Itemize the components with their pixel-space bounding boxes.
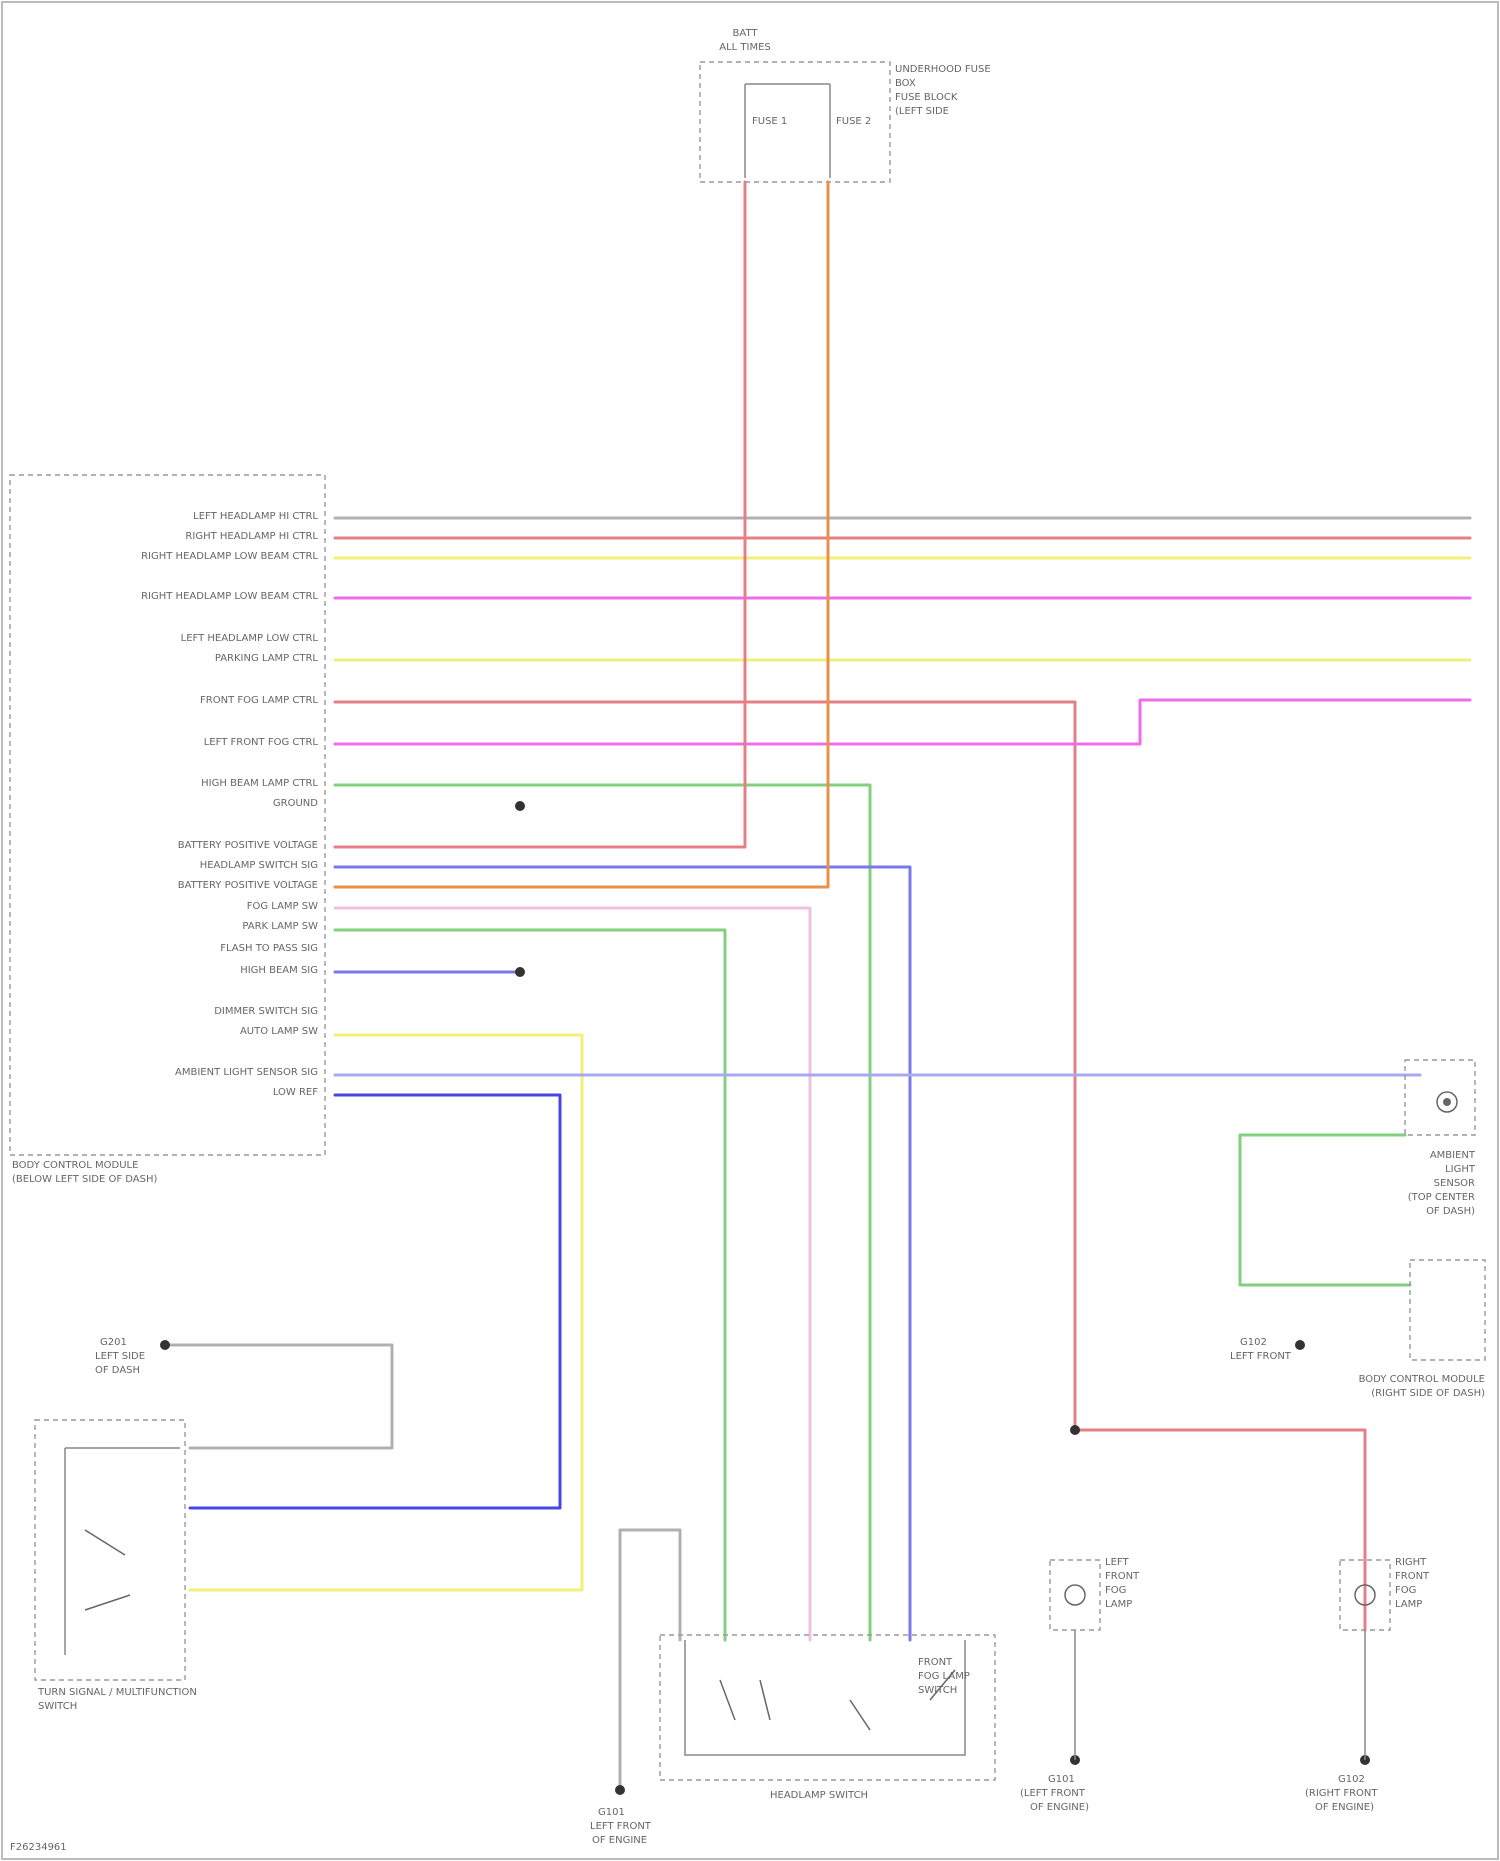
fuse-1-label: FUSE 1 <box>752 116 787 127</box>
fog-switch-label-2: SWITCH <box>918 1685 957 1696</box>
fuse-box-label-0: UNDERHOOD FUSE <box>895 64 991 75</box>
ground-label-0: G201 <box>100 1337 127 1348</box>
ground-label-1: LEFT SIDE <box>95 1351 145 1362</box>
bcm-label-0: BODY CONTROL MODULE <box>12 1160 138 1171</box>
wire-gray-2 <box>165 1345 392 1448</box>
fuse-box-label-1: BOX <box>895 78 916 89</box>
ground-dot-1 <box>515 801 525 811</box>
ground-label-3: G101 <box>598 1807 625 1818</box>
pin-label-14: PARK LAMP SW <box>242 921 318 932</box>
bcm2-label-0: BODY CONTROL MODULE <box>1359 1374 1485 1385</box>
body-control-module: BODY CONTROL MODULE (BELOW LEFT SIDE OF … <box>10 475 325 1185</box>
pin-label-4: LEFT HEADLAMP LOW CTRL <box>181 633 319 644</box>
pin-label-18: AUTO LAMP SW <box>240 1026 318 1037</box>
pin-label-7: LEFT FRONT FOG CTRL <box>204 737 319 748</box>
left-fog-label-0: LEFT <box>1105 1557 1129 1568</box>
wire-red-3 <box>335 182 745 847</box>
fuse-box-title2: ALL TIMES <box>719 42 771 53</box>
body-control-module-right: BODY CONTROL MODULE (RIGHT SIDE OF DASH) <box>1359 1260 1486 1399</box>
wires <box>165 182 1470 1790</box>
pin-label-6: FRONT FOG LAMP CTRL <box>200 695 318 706</box>
pin-label-0: LEFT HEADLAMP HI CTRL <box>193 511 318 522</box>
ground-label-2: OF DASH <box>95 1365 140 1376</box>
left-ground-label-1: (LEFT FRONT <box>1020 1788 1086 1799</box>
right-fog-label-0: RIGHT <box>1395 1557 1427 1568</box>
headlamp-switch: HEADLAMP SWITCH FRONT FOG LAMP SWITCH <box>660 1635 995 1801</box>
wire-blue-1 <box>335 867 910 1640</box>
ambient-light-sensor: AMBIENT LIGHT SENSOR (TOP CENTER OF DASH… <box>1405 1060 1476 1217</box>
ground-label-5: OF ENGINE <box>592 1835 647 1846</box>
wire-pink-1 <box>335 908 810 1640</box>
pin-label-1: RIGHT HEADLAMP HI CTRL <box>185 531 318 542</box>
sensor-label-3: (TOP CENTER <box>1408 1192 1475 1203</box>
wire-magenta-2 <box>335 700 1470 744</box>
turn-signal-multifunction-switch: TURN SIGNAL / MULTIFUNCTION SWITCH <box>35 1420 197 1712</box>
pin-label-16: HIGH BEAM SIG <box>240 965 318 976</box>
right-fog-label-1: FRONT <box>1395 1571 1430 1582</box>
right-ground-label-1: (RIGHT FRONT <box>1305 1788 1378 1799</box>
fuse-box-label-3: (LEFT SIDE <box>895 106 949 117</box>
ground-dot-4 <box>615 1785 625 1795</box>
fuse-box-title: BATT <box>733 28 759 39</box>
wire-red-2 <box>335 702 1075 1430</box>
wire-blue-dark-1 <box>190 1095 560 1508</box>
left-front-fog-lamp: LEFT FRONT FOG LAMP G101 (LEFT FRONT OF … <box>1020 1557 1140 1813</box>
right-fog-label-2: FOG <box>1395 1585 1416 1596</box>
ground-label-6: G102 <box>1240 1337 1267 1348</box>
left-fog-label-3: LAMP <box>1105 1599 1132 1610</box>
right-ground-label-2: OF ENGINE) <box>1315 1802 1374 1813</box>
right-ground-label-0: G102 <box>1338 1774 1365 1785</box>
pin-label-3: RIGHT HEADLAMP LOW BEAM CTRL <box>141 591 318 602</box>
pin-label-12: BATTERY POSITIVE VOLTAGE <box>178 880 318 891</box>
footer-code: F26234961 <box>10 1842 67 1853</box>
ground-label-4: LEFT FRONT <box>590 1821 652 1832</box>
ground-dot-5 <box>1295 1340 1305 1350</box>
underhood-fuse-box: BATT ALL TIMES FUSE 1 FUSE 2 UNDERHOOD F… <box>700 28 991 182</box>
left-ground-label-0: G101 <box>1048 1774 1075 1785</box>
fuse-2-label: FUSE 2 <box>836 116 871 127</box>
sensor-label-1: LIGHT <box>1445 1164 1476 1175</box>
pin-label-2: RIGHT HEADLAMP LOW BEAM CTRL <box>141 551 318 562</box>
left-fog-label-1: FRONT <box>1105 1571 1140 1582</box>
fog-switch-label-0: FRONT <box>918 1657 953 1668</box>
bcm2-label-1: (RIGHT SIDE OF DASH) <box>1371 1388 1485 1399</box>
sensor-label-0: AMBIENT <box>1430 1150 1476 1161</box>
pin-label-10: BATTERY POSITIVE VOLTAGE <box>178 840 318 851</box>
pin-label-17: DIMMER SWITCH SIG <box>214 1006 318 1017</box>
sensor-label-2: SENSOR <box>1434 1178 1475 1189</box>
pin-label-5: PARKING LAMP CTRL <box>215 653 319 664</box>
ground-dot-3 <box>160 1340 170 1350</box>
fuse-box-label-2: FUSE BLOCK <box>895 92 958 103</box>
pin-label-11: HEADLAMP SWITCH SIG <box>200 860 318 871</box>
right-front-fog-lamp: RIGHT FRONT FOG LAMP G102 (RIGHT FRONT O… <box>1305 1557 1430 1813</box>
pin-label-19: AMBIENT LIGHT SENSOR SIG <box>175 1067 318 1078</box>
wire-green-1 <box>335 785 870 1640</box>
pin-label-20: LOW REF <box>273 1087 318 1098</box>
bcm-label-1: (BELOW LEFT SIDE OF DASH) <box>12 1174 158 1185</box>
fog-switch-label-1: FOG LAMP <box>918 1671 970 1682</box>
wire-gray-3 <box>620 1530 680 1790</box>
pin-label-13: FOG LAMP SW <box>247 901 318 912</box>
mf-switch-label-0: TURN SIGNAL / MULTIFUNCTION <box>37 1687 197 1698</box>
mf-switch-label-1: SWITCH <box>38 1701 77 1712</box>
ground-label-7: LEFT FRONT <box>1230 1351 1292 1362</box>
bcm-pin-labels: LEFT HEADLAMP HI CTRL RIGHT HEADLAMP HI … <box>141 511 318 1098</box>
pin-label-15: FLASH TO PASS SIG <box>220 943 318 954</box>
pin-label-8: HIGH BEAM LAMP CTRL <box>201 778 318 789</box>
right-fog-label-3: LAMP <box>1395 1599 1422 1610</box>
pin-label-9: GROUND <box>273 798 318 809</box>
headlamp-switch-label: HEADLAMP SWITCH <box>770 1790 868 1801</box>
sensor-label-4: OF DASH) <box>1426 1206 1475 1217</box>
wire-orange-1 <box>335 182 828 887</box>
ground-dot-2 <box>515 967 525 977</box>
left-ground-label-2: OF ENGINE) <box>1030 1802 1089 1813</box>
left-fog-label-2: FOG <box>1105 1585 1126 1596</box>
splice-dot <box>1070 1425 1080 1435</box>
wire-green-3 <box>1240 1135 1410 1285</box>
